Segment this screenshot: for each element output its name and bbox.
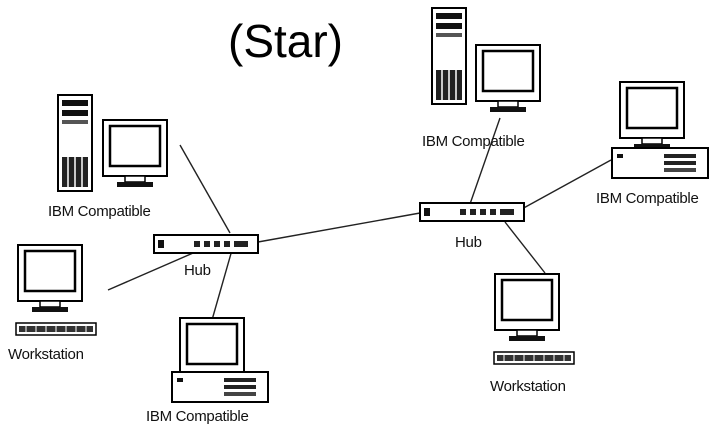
label-workstation-right: Workstation: [490, 378, 566, 395]
label-workstation-left: Workstation: [8, 346, 84, 363]
computer-desktop-bottom: [171, 316, 269, 403]
workstation-left: [15, 243, 97, 336]
label-hub-left: Hub: [184, 262, 211, 279]
hub-right-device: [419, 202, 525, 222]
computer-tower-top: [431, 7, 542, 114]
computer-tower-left: [57, 94, 169, 192]
cable-hub-right-to-desktop-right: [519, 159, 612, 211]
computer-desktop-right: [611, 80, 709, 179]
hub-left-device: [153, 234, 259, 254]
cable-hub-right-to-workstation-right: [504, 221, 546, 274]
cable-hub-left-to-workstation-left: [107, 249, 201, 291]
label-hub-right: Hub: [455, 234, 482, 251]
label-tower-top: IBM Compatible: [422, 133, 525, 150]
label-desktop-right: IBM Compatible: [596, 190, 699, 207]
network-cables: [107, 117, 612, 321]
label-desktop-bottom: IBM Compatible: [146, 408, 249, 425]
cable-hub-left-to-desktop-bottom: [211, 249, 233, 321]
workstation-right: [493, 272, 575, 365]
cable-hub-left-to-hub-right: [257, 212, 421, 243]
cable-hub-right-to-tower-top: [469, 117, 501, 205]
diagram-title: (Star): [228, 15, 343, 67]
cable-hub-left-to-tower-left: [179, 144, 231, 234]
label-tower-left: IBM Compatible: [48, 203, 151, 220]
